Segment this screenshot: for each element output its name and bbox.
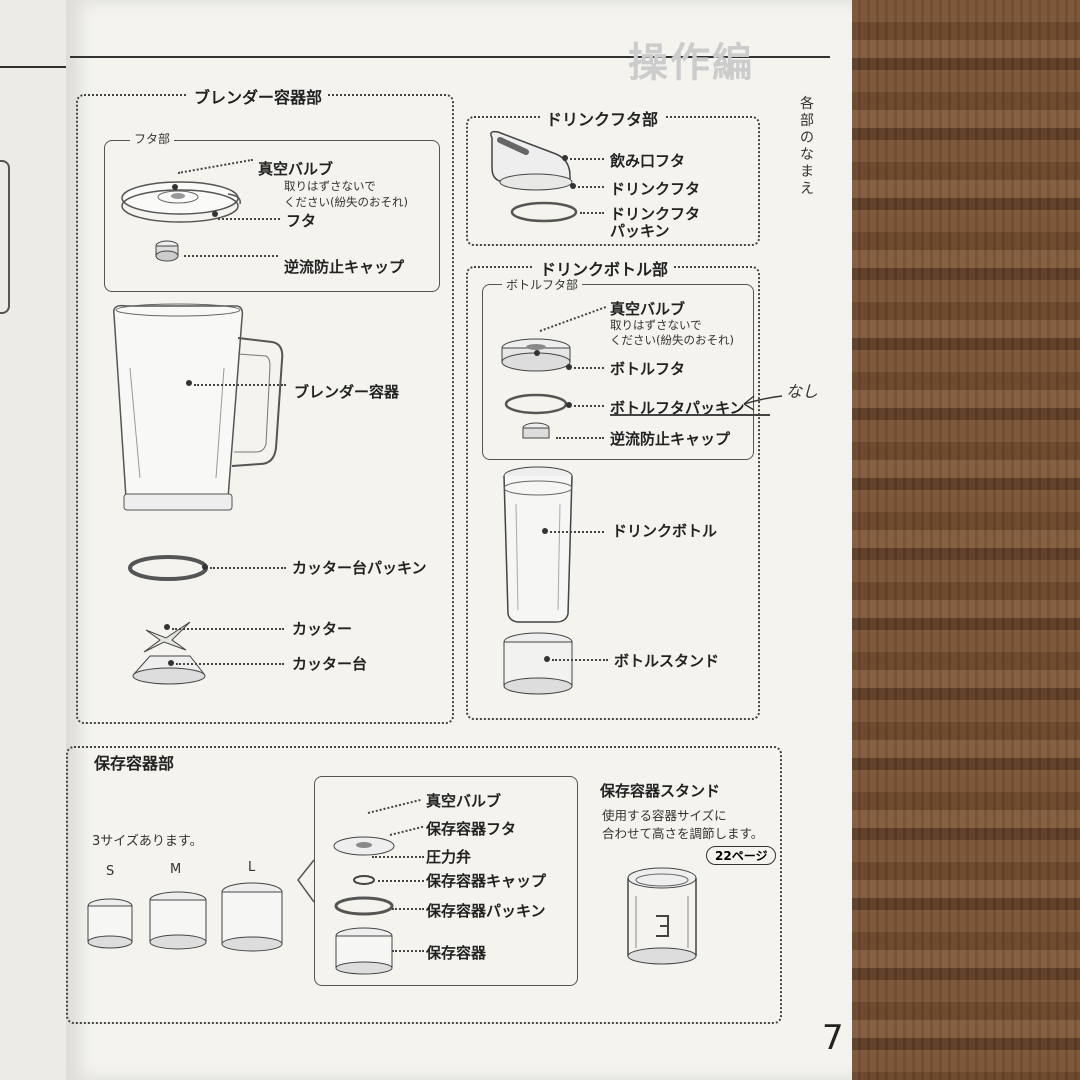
drink-lid-section-title: ドリンクフタ部 <box>540 106 665 130</box>
size-m-label: M <box>170 862 182 877</box>
previous-page-edge <box>0 0 70 1080</box>
storage-stand-note-1: 使用する容器サイズに <box>602 808 727 823</box>
storage-parts-group <box>314 776 578 986</box>
blender-lid-illustration <box>121 181 241 223</box>
blender-lid-group-title: フタ部 <box>130 130 175 147</box>
bottle-vacuum-valve-label: 真空バルブ <box>610 300 686 318</box>
bottle-lid-packing-label: ボトルフタパッキン <box>610 399 745 417</box>
spout-lid-label: 飲み口フタ <box>610 152 686 170</box>
header-rule <box>70 56 830 58</box>
storage-sizes-illustration <box>87 882 283 952</box>
bottle-lid-group-title: ボトルフタ部 <box>502 276 583 293</box>
storage-vacuum-valve-label: 真空バルブ <box>426 792 502 810</box>
size-s-label: S <box>106 864 115 879</box>
size-l-label: L <box>248 860 256 875</box>
storage-stand-note-2: 合わせて高さを調節します。 <box>602 826 764 841</box>
bottle-stand-label: ボトルスタンド <box>614 652 720 670</box>
drink-lid-packing-label-2: パッキン <box>610 222 670 240</box>
blender-vacuum-valve-label: 真空バルブ <box>258 160 334 178</box>
handwritten-strike-line <box>610 414 770 416</box>
page-reference-badge[interactable]: 22ページ <box>706 846 777 865</box>
storage-stand-title: 保存容器スタンド <box>600 782 721 800</box>
wooden-table-background <box>840 0 1080 1080</box>
handwritten-arrow-icon <box>743 395 783 411</box>
storage-container-label: 保存容器 <box>426 944 487 962</box>
header-rule-left <box>0 66 66 68</box>
storage-parts-illustration <box>333 836 395 975</box>
sizes-note: 3サイズあります。 <box>92 834 203 849</box>
bottle-lid-group <box>482 284 754 460</box>
drink-bottle-illustration <box>503 466 573 695</box>
storage-section <box>66 746 782 1024</box>
cutter-packing-label: カッター台パッキン <box>292 559 427 577</box>
blender-vacuum-note-2: ください(紛失のおそれ) <box>284 195 408 209</box>
side-tab-label: 各部のなまえ <box>800 96 814 197</box>
storage-section-title: 保存容器部 <box>88 750 181 774</box>
storage-cap-label: 保存容器キャップ <box>426 872 547 890</box>
storage-callout-bracket <box>297 859 315 903</box>
cutter-illustration <box>132 621 206 685</box>
blender-vacuum-note-1: 取りはずさないで <box>284 179 376 193</box>
bottle-check-cap-label: 逆流防止キャップ <box>610 430 731 448</box>
bottle-vacuum-note-1: 取りはずさないで <box>610 318 702 332</box>
pressure-valve-label: 圧力弁 <box>426 848 472 866</box>
blender-section-title: ブレンダー容器部 <box>188 84 329 108</box>
blender-container-illustration <box>113 303 284 511</box>
bottle-lid-label: ボトルフタ <box>610 360 686 378</box>
blender-check-cap-illustration <box>155 240 179 262</box>
blender-check-cap-label: 逆流防止キャップ <box>284 258 405 276</box>
drink-lid-packing-label-1: ドリンクフタ <box>610 205 701 223</box>
page-number: 7 <box>822 1018 844 1058</box>
drink-lid-illustration <box>490 130 578 223</box>
drink-bottle-label: ドリンクボトル <box>612 522 718 540</box>
blender-lid-group <box>104 140 440 292</box>
storage-stand-illustration <box>627 867 697 965</box>
storage-packing-label: 保存容器パッキン <box>426 902 546 920</box>
header-ghost-text: 操作編 <box>628 40 754 86</box>
storage-lid-label: 保存容器フタ <box>426 820 517 838</box>
cutter-base-label: カッター台 <box>292 655 368 673</box>
bottle-vacuum-note-2: ください(紛失のおそれ) <box>610 333 734 347</box>
cutter-label: カッター <box>292 620 353 638</box>
blender-lid-label: フタ <box>286 212 317 230</box>
bottle-lid-illustration <box>501 338 571 439</box>
handwritten-note: なし <box>786 382 819 401</box>
blender-container-label: ブレンダー容器 <box>294 383 400 401</box>
drink-lid-label: ドリンクフタ <box>610 180 701 198</box>
